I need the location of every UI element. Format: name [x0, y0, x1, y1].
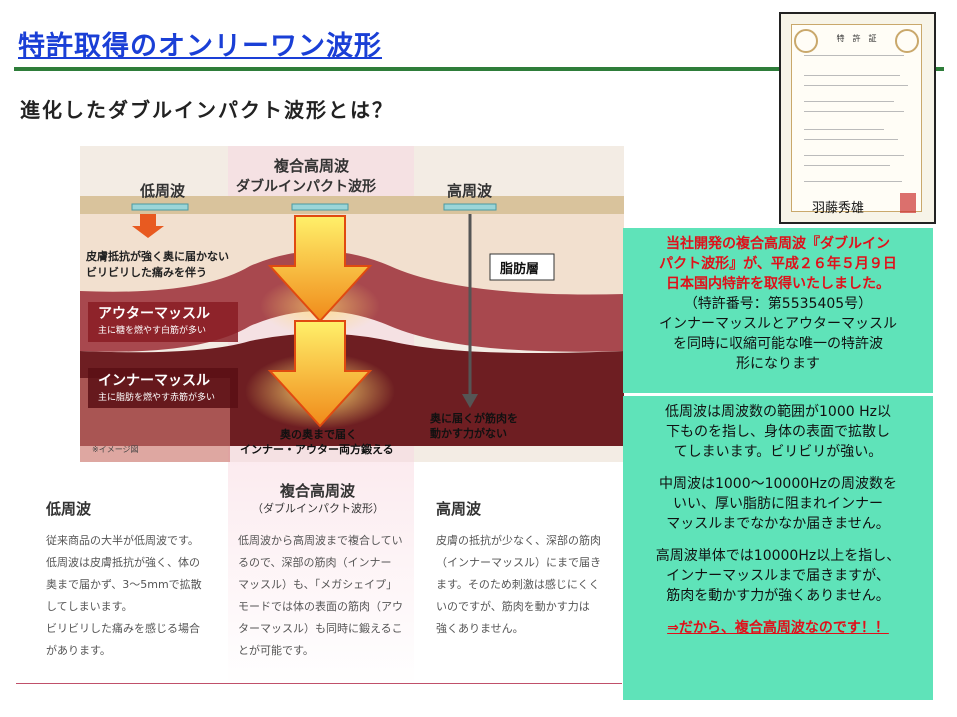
fat-layer-label: 脂肪層	[500, 262, 540, 277]
high-note: 動かす力がない	[430, 427, 507, 440]
inner-muscle-label: インナーマッスル	[98, 373, 210, 389]
column-high-text: 皮膚の抵抗が少なく、深部の筋肉 （インナーマッスル）にまで届き ます。そのため刺…	[436, 534, 601, 635]
page-title: 特許取得のオンリーワン波形	[18, 31, 382, 62]
announcement-line: パクト波形』が、平成２６年５月９日	[659, 256, 897, 272]
outer-muscle-sub: 主に糖を燃やす白筋が多い	[98, 326, 207, 336]
ornament-icon	[794, 29, 818, 53]
image-note: ※イメージ図	[92, 445, 139, 454]
announcement-body: 形になります	[736, 356, 820, 372]
announcement-body: を同時に収縮可能な唯一の特許波	[673, 336, 883, 352]
label-composite-frequency: 複合高周波	[274, 157, 350, 175]
certificate-heading: 特 許 証	[836, 34, 877, 43]
announcement-body: インナーマッスルとアウターマッスル	[659, 316, 897, 332]
title-divider	[14, 67, 944, 71]
patent-announcement-box: 当社開発の複合高周波『ダブルイン パクト波形』が、平成２６年５月９日 日本国内特…	[623, 228, 933, 393]
panel-bottom-rule	[16, 683, 622, 684]
outer-muscle-label: アウターマッスル	[98, 306, 210, 322]
inner-muscle-sub: 主に脂肪を燃やす赤筋が多い	[98, 393, 216, 403]
column-mid-subheading: （ダブルインパクト波形）	[252, 502, 384, 515]
label-low-frequency: 低周波	[140, 182, 186, 200]
patent-number: （特許番号：第5535405号）	[683, 296, 873, 312]
column-high-heading: 高周波	[436, 500, 482, 518]
announcement-line: 日本国内特許を取得いたしました。	[666, 276, 890, 292]
high-note: 奥に届くが筋肉を	[430, 412, 518, 425]
patent-certificate-image: 特 許 証 羽藤秀雄	[779, 12, 936, 224]
high-frequency-paragraph: 高周波単体では10000Hz以上を指し、インナーマッスルまで届きますが、筋肉を動…	[655, 548, 901, 604]
label-high-frequency: 高周波	[447, 182, 493, 200]
conclusion-text: ⇒だから、複合高周波なのです！！	[667, 620, 889, 636]
low-frequency-paragraph: 低周波は周波数の範囲が1000 Hz以下ものを指し、身体の表面で拡散してしまいま…	[665, 404, 891, 460]
skin-note: ビリビリした痛みを伴う	[86, 266, 207, 279]
column-mid-heading: 複合高周波	[280, 482, 356, 500]
waveform-diagram	[80, 146, 624, 462]
column-low-text: 従来商品の大半が低周波です。 低周波は皮膚抵抗が強く、体の 奥まで届かず、3～5…	[46, 534, 202, 657]
mid-note: 奥の奥まで届く	[280, 428, 357, 441]
label-double-impact: ダブルインパクト波形	[236, 179, 376, 195]
certificate-signature: 羽藤秀雄	[812, 201, 865, 216]
ornament-icon	[895, 29, 919, 53]
column-low-heading: 低周波	[46, 500, 92, 518]
panel-subtitle: 進化したダブルインパクト波形とは？	[20, 98, 394, 122]
mid-note: インナー・アウター両方鍛える	[240, 443, 394, 456]
column-mid-text: 低周波から高周波まで複合してい るので、深部の筋肉（インナー マッスル）も、「メ…	[238, 534, 403, 657]
announcement-line: 当社開発の複合高周波『ダブルイン	[666, 236, 890, 252]
mid-frequency-paragraph: 中周波は1000～10000Hzの周波数をいい、厚い脂肪に阻まれインナーマッスル…	[658, 476, 898, 532]
seal-stamp	[900, 193, 916, 213]
frequency-explanation-box: 低周波は周波数の範囲が1000 Hz以下ものを指し、身体の表面で拡散してしまいま…	[623, 396, 933, 700]
skin-note: 皮膚抵抗が強く奥に届かない	[86, 250, 229, 263]
